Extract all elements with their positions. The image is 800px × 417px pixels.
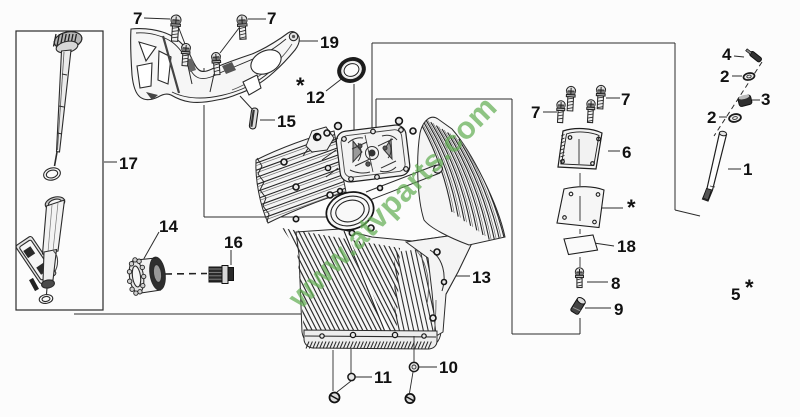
- svg-text:8: 8: [611, 274, 620, 293]
- svg-text:6: 6: [622, 143, 631, 162]
- svg-text:*: *: [627, 195, 636, 220]
- svg-text:19: 19: [320, 33, 339, 52]
- svg-text:17: 17: [119, 154, 138, 173]
- svg-text:*: *: [745, 275, 754, 300]
- svg-text:1: 1: [743, 160, 752, 179]
- svg-text:5: 5: [731, 285, 740, 304]
- svg-text:16: 16: [224, 233, 243, 252]
- svg-text:4: 4: [722, 45, 732, 64]
- svg-text:7: 7: [531, 103, 540, 122]
- svg-text:11: 11: [374, 368, 392, 387]
- svg-text:15: 15: [277, 112, 296, 131]
- svg-text:10: 10: [439, 358, 458, 377]
- svg-text:3: 3: [761, 90, 770, 109]
- svg-text:2: 2: [720, 67, 729, 86]
- svg-text:13: 13: [472, 268, 491, 287]
- svg-text:9: 9: [614, 300, 623, 319]
- svg-text:7: 7: [267, 9, 276, 28]
- svg-text:14: 14: [159, 217, 178, 236]
- svg-text:*: *: [296, 73, 305, 98]
- svg-text:2: 2: [707, 108, 716, 127]
- svg-text:18: 18: [617, 237, 636, 256]
- svg-text:12: 12: [306, 88, 325, 107]
- svg-text:7: 7: [621, 90, 630, 109]
- svg-text:7: 7: [133, 9, 142, 28]
